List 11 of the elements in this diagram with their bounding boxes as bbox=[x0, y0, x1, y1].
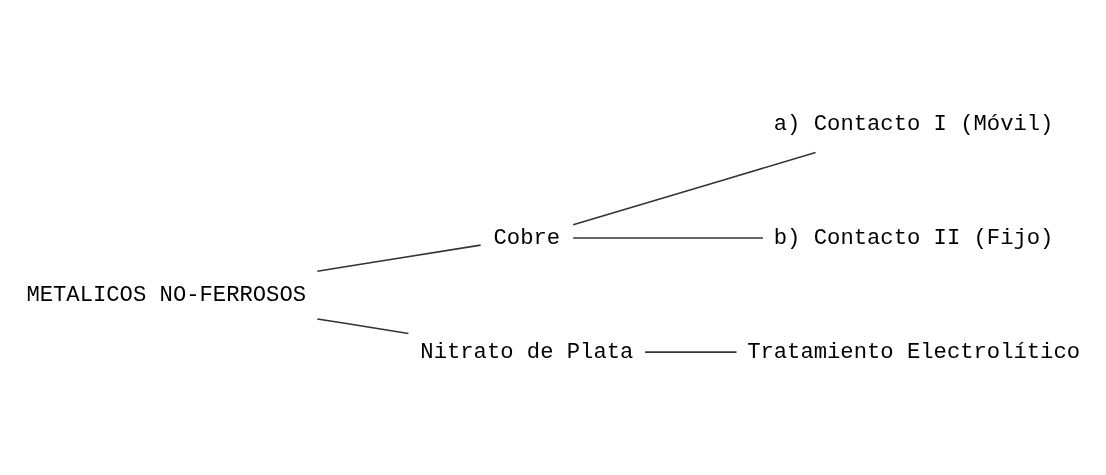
connector bbox=[572, 151, 817, 225]
node-text: b) Contacto II (Fijo) bbox=[773, 225, 1054, 251]
connector bbox=[316, 317, 410, 334]
connector bbox=[572, 236, 764, 239]
connector bbox=[644, 350, 738, 353]
node-text: METALICOS NO-FERROSOS bbox=[26, 282, 307, 308]
node-text: Nitrato de Plata bbox=[420, 339, 634, 365]
connector bbox=[316, 243, 482, 272]
node-text: Tratamiento Electrolítico bbox=[747, 339, 1081, 365]
node-text: Cobre bbox=[493, 225, 561, 251]
node-text: a) Contacto I (Móvil) bbox=[773, 111, 1054, 137]
